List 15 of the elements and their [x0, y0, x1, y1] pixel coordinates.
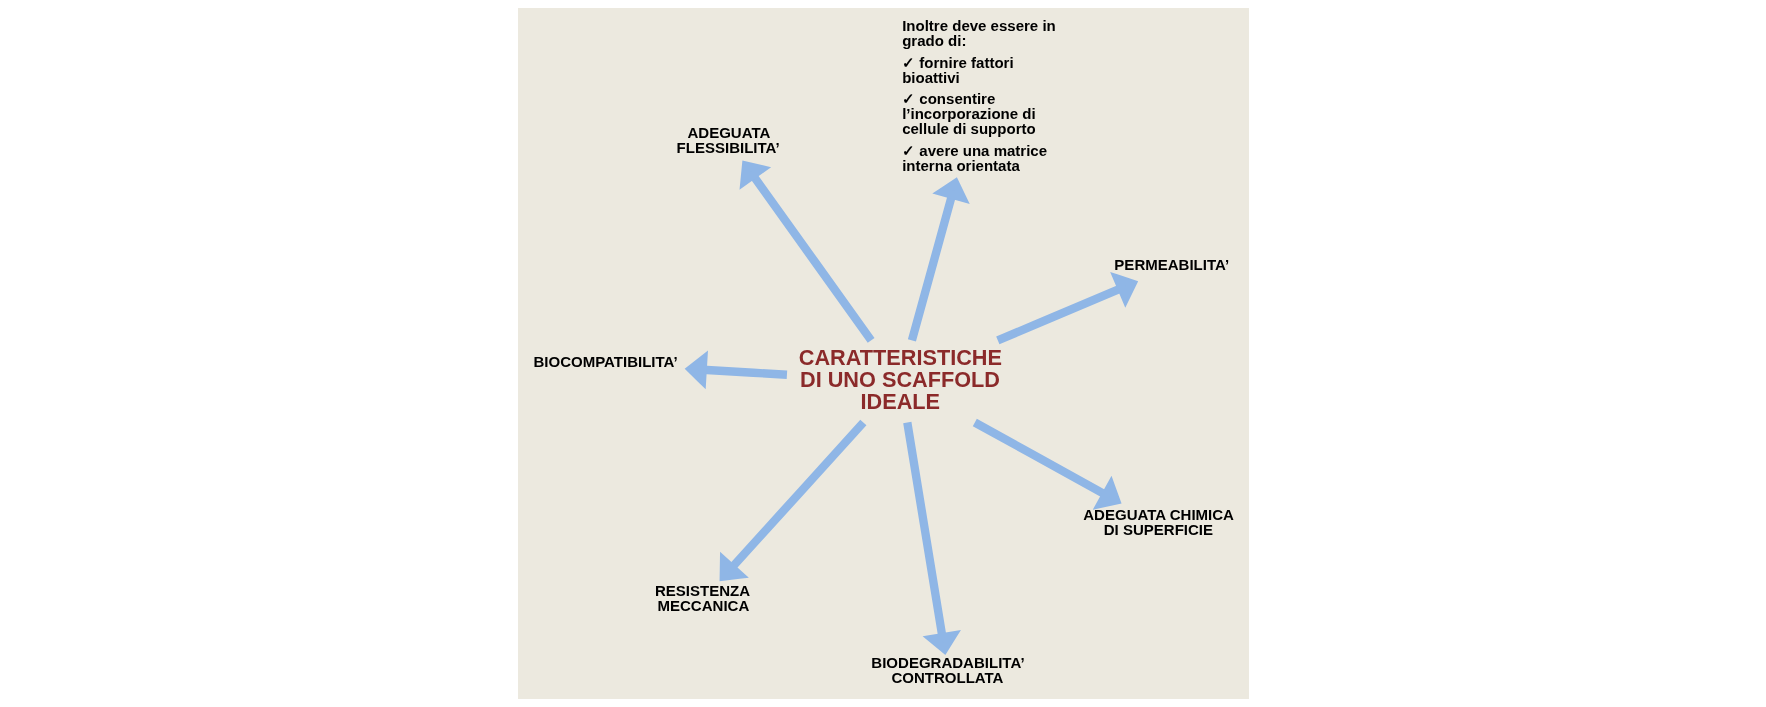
node-text: ADEGUATA CHIMICA DI SUPERFICIE — [1082, 506, 1234, 539]
arrow — [719, 419, 866, 582]
node-text: BIODEGRADABILITA’ CONTROLLATA — [870, 654, 1025, 687]
node-text: BIOCOMPATIBILITA’ — [532, 352, 678, 370]
arrow — [684, 350, 787, 390]
arrow — [739, 160, 874, 343]
arrow — [972, 418, 1122, 510]
node-text: RESISTENZA MECCANICA — [654, 582, 750, 615]
arrow — [902, 421, 961, 656]
arrow — [995, 271, 1138, 345]
node-text: ADEGUATA FLESSIBILITA’ — [676, 124, 780, 157]
node-text: Inoltre deve essere in grado di: ✓ fornire fattori bioattivi ✓ consentire l’incorporazione di cellule di supporto ✓ avere una matrice interna orientata — [901, 16, 1056, 175]
arrow — [907, 177, 970, 342]
node-text: CARATTERISTICHE DI UNO SCAFFOLD IDEALE — [798, 345, 1002, 414]
node-text: PERMEABILITA’ — [1113, 255, 1229, 273]
